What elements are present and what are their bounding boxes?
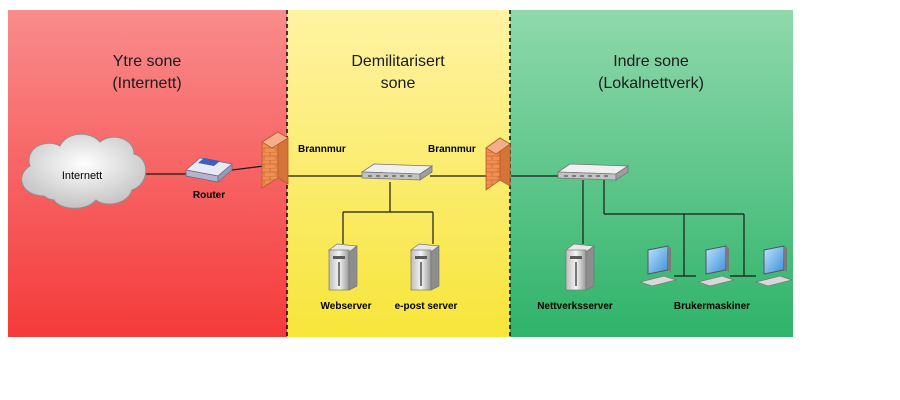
mailserver-node: e-post server — [395, 243, 458, 312]
firewall-brick-icon — [485, 137, 511, 191]
server-tower-icon — [328, 243, 358, 291]
inner-switch-node — [556, 163, 630, 181]
router-node: Router — [185, 157, 233, 201]
zone-dmz-title-line2: sone — [381, 75, 416, 92]
user-machines-label: Brukermaskiner — [674, 301, 750, 312]
zone-outer-title-line2: (Internett) — [112, 75, 181, 92]
monitor-icon — [696, 245, 736, 287]
zone-inner: Indre sone (Lokalnettverk) — [510, 10, 793, 337]
mailserver-label: e-post server — [395, 301, 458, 312]
firewall-1-node: Brannmur — [261, 131, 346, 189]
dmz-switch-node — [360, 163, 434, 181]
zone-dmz-title-line1: Demilitarisert — [351, 53, 445, 70]
user-machines-group: Brukermaskiner — [638, 245, 794, 312]
zone-outer-title-line1: Ytre sone — [113, 53, 182, 70]
firewall-1-label: Brannmur — [298, 144, 346, 155]
router-icon — [185, 157, 233, 183]
connection-lines — [140, 165, 756, 277]
network-server-node: Nettverksserver — [537, 243, 613, 312]
network-switch-icon — [360, 163, 434, 181]
firewall-brick-icon — [261, 131, 289, 189]
monitor-icon — [754, 245, 794, 287]
internet-cloud: Internett — [21, 133, 147, 209]
network-server-label: Nettverksserver — [537, 301, 613, 312]
internet-label: Internett — [62, 170, 102, 182]
router-label: Router — [193, 190, 225, 201]
webserver-label: Webserver — [321, 301, 372, 312]
server-tower-icon — [565, 243, 595, 291]
workstation-1 — [638, 245, 678, 287]
workstation-3 — [754, 245, 794, 287]
firewall-2-label: Brannmur — [428, 144, 476, 155]
server-tower-icon — [410, 243, 440, 291]
firewall-2-node: Brannmur — [428, 137, 511, 191]
webserver-node: Webserver — [321, 243, 372, 312]
monitor-icon — [638, 245, 678, 287]
workstation-2 — [696, 245, 736, 287]
network-switch-icon — [556, 163, 630, 181]
zone-inner-title-line2: (Lokalnettverk) — [598, 75, 704, 92]
zone-inner-title-line1: Indre sone — [613, 53, 689, 70]
cloud-icon — [21, 133, 147, 209]
